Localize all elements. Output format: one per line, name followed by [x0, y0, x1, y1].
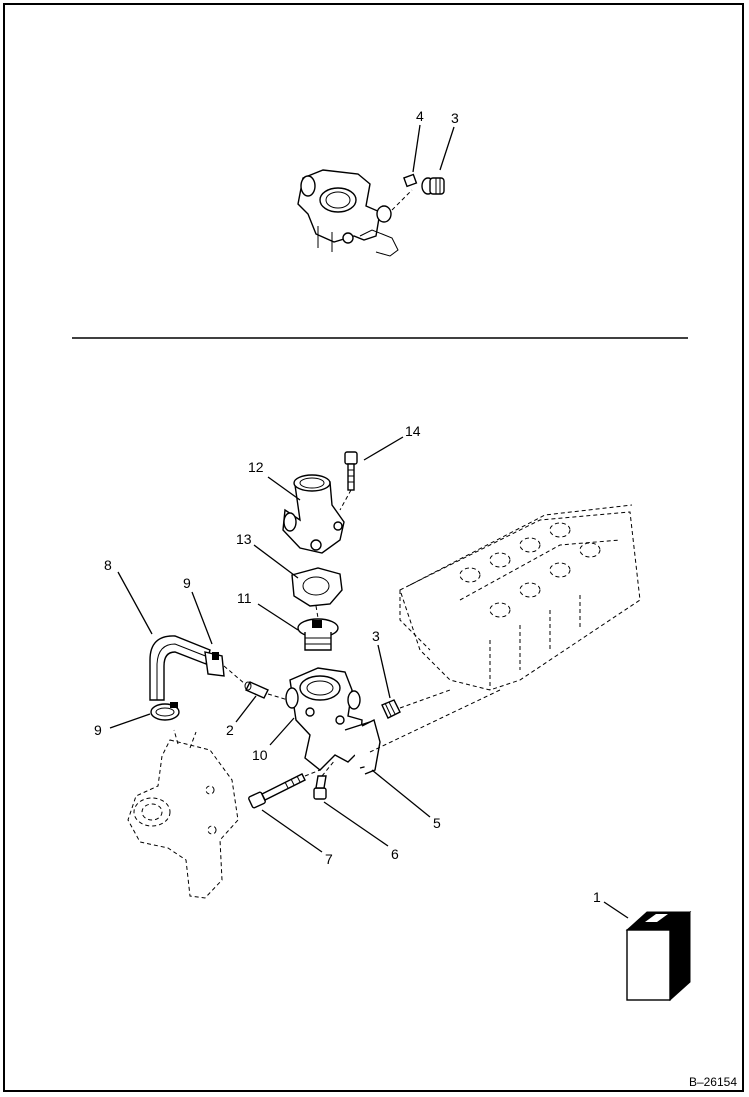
- leader-12: [267, 476, 301, 501]
- part-12-thermostat-cover: [282, 474, 345, 554]
- callout-11: 11: [237, 590, 252, 606]
- leader-13: [253, 544, 299, 579]
- leader-11: [257, 603, 299, 631]
- part-1-kit-box: [625, 910, 692, 1002]
- part-10-thermostat-housing: [285, 667, 379, 771]
- leader-6: [323, 801, 389, 847]
- callout-12: 12: [248, 459, 264, 475]
- leader-14: [363, 436, 404, 461]
- callout-1: 1: [593, 889, 601, 905]
- callout-6: 6: [391, 846, 399, 862]
- part-3-plug: [381, 689, 451, 719]
- leader-9a: [191, 591, 213, 645]
- part-9-clamp-upper: [204, 651, 246, 685]
- part-6-bolt: [313, 759, 336, 800]
- part-8-hose: [149, 635, 211, 701]
- leader-7: [261, 809, 323, 853]
- alignment-line: [369, 689, 501, 753]
- part-9-clamp-lower: [150, 702, 180, 721]
- top-inset-part-3-plug: [421, 177, 445, 195]
- leader-5: [371, 769, 431, 818]
- callout-8: 8: [104, 557, 112, 573]
- callout-14: 14: [405, 423, 421, 439]
- callout-3: 3: [372, 628, 380, 644]
- part-11-thermostat: [297, 618, 339, 651]
- leader-1: [603, 901, 629, 919]
- leader-2: [235, 695, 257, 723]
- top-inset-thermostat-housing: [297, 169, 413, 257]
- part-7-bolt: [248, 769, 321, 809]
- leader-top-4: [412, 124, 421, 173]
- callout-10: 10: [252, 747, 268, 763]
- part-2-pipe: [244, 681, 289, 701]
- part-14-bolt: [339, 451, 358, 511]
- leader-9b: [109, 713, 151, 729]
- callout-top-3: 3: [451, 110, 459, 126]
- leader-top-3: [439, 126, 455, 171]
- leader-8: [117, 571, 153, 635]
- water-pump: [127, 729, 239, 899]
- callout-9b: 9: [94, 722, 102, 738]
- engine-cylinder-head: [399, 504, 641, 691]
- part-5-gasket: [361, 718, 381, 775]
- callout-13: 13: [236, 531, 252, 547]
- callout-7: 7: [325, 851, 333, 867]
- leader-3: [377, 644, 391, 699]
- leader-10: [269, 717, 295, 746]
- callout-5: 5: [433, 815, 441, 831]
- top-inset-part-4-pin: [403, 173, 418, 188]
- callout-top-4: 4: [416, 108, 424, 124]
- page-frame: [3, 3, 744, 1092]
- callout-9a: 9: [183, 575, 191, 591]
- figure-id: B–26154: [688, 1075, 737, 1089]
- callout-2: 2: [226, 722, 234, 738]
- part-13-gasket: [291, 567, 343, 619]
